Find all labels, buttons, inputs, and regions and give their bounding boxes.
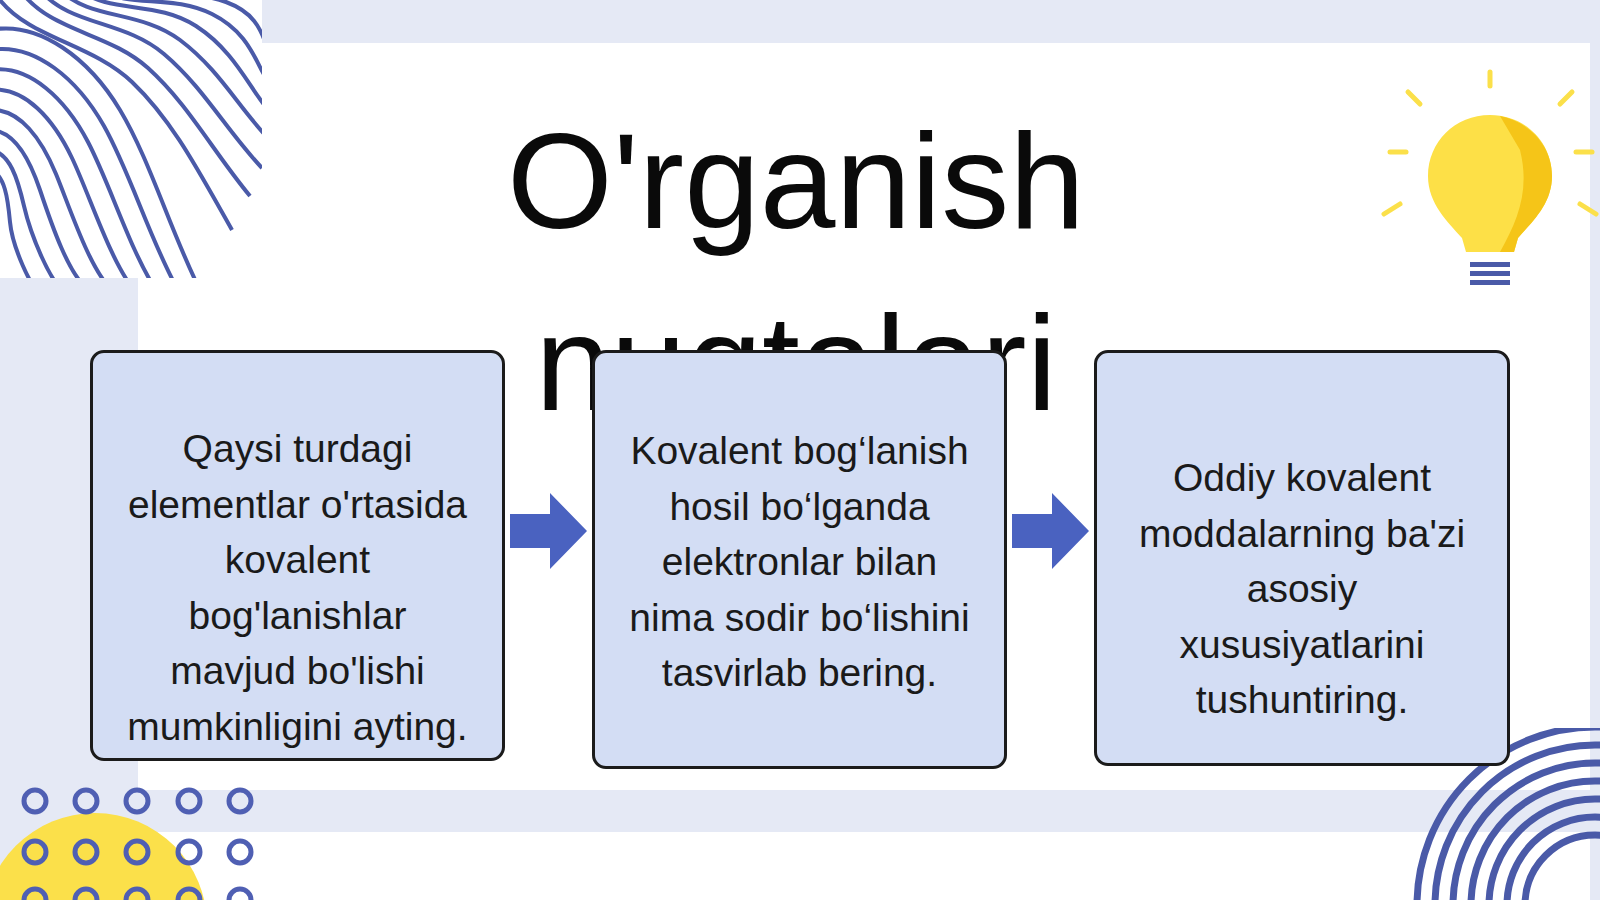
box-text: Oddiy kovalent moddalarning ba'zi asosiy… (1127, 450, 1477, 728)
box-text: Qaysi turdagi elementlar o'rtasida koval… (123, 421, 472, 754)
process-box: Qaysi turdagi elementlar o'rtasida koval… (90, 350, 505, 761)
block-arrow (510, 493, 587, 569)
dot-grid (24, 790, 251, 900)
wave-lines (0, 0, 262, 278)
process-box: Kovalent bog‘lanish hosil bo‘lganda elek… (592, 350, 1007, 769)
block-arrow (1012, 493, 1089, 569)
lightbulb (1384, 72, 1596, 285)
process-box: Oddiy kovalent moddalarning ba'zi asosiy… (1094, 350, 1510, 766)
arrow-shape (510, 493, 587, 569)
yellow-blob (0, 813, 207, 900)
box-text: Kovalent bog‘lanish hosil bo‘lganda elek… (625, 423, 974, 701)
bottom-band (0, 790, 1600, 832)
arrow-shape (1012, 493, 1089, 569)
